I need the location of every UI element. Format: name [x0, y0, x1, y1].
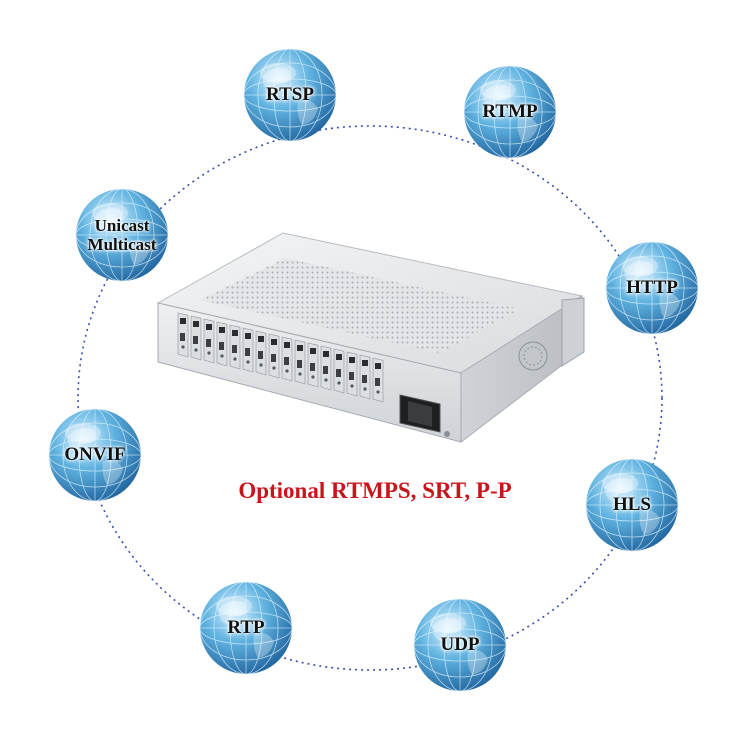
module-slot — [203, 318, 215, 364]
fan — [518, 341, 548, 371]
optional-protocols-caption: Optional RTMPS, SRT, P-P — [238, 478, 512, 503]
protocol-globe: RTMP — [462, 64, 558, 160]
module-slot — [346, 351, 358, 397]
globe-icon — [48, 408, 142, 502]
module-slot — [229, 324, 241, 370]
module-slot — [294, 339, 306, 385]
device-vent — [200, 258, 520, 353]
module-slot — [320, 345, 332, 391]
module-slots — [177, 312, 384, 403]
module-slot — [190, 315, 202, 361]
protocol-label: RTSP — [266, 84, 314, 105]
globe-icon — [199, 581, 293, 675]
globe-icon — [75, 188, 169, 282]
module-slot — [333, 348, 345, 394]
ring-path — [77, 125, 663, 671]
protocol-globe: HTTP — [604, 240, 700, 336]
protocol-globe: RTP — [198, 580, 294, 676]
module-slot — [281, 336, 293, 382]
globe-icon — [463, 65, 557, 159]
globe-icon — [243, 48, 337, 142]
globe-icon — [413, 598, 507, 692]
protocol-label: ONVIF — [64, 444, 126, 465]
globe-icon — [585, 458, 679, 552]
module-slot — [255, 330, 267, 376]
module-slot — [307, 342, 319, 388]
protocol-label: Unicast Multicast — [87, 216, 157, 254]
module-slot — [268, 333, 280, 379]
module-slot — [216, 321, 228, 367]
protocol-globe: HLS — [584, 457, 680, 553]
protocol-label: RTMP — [482, 101, 538, 122]
protocol-globe: Unicast Multicast — [74, 187, 170, 283]
protocol-label: UDP — [440, 634, 480, 655]
protocol-label: HLS — [612, 494, 652, 515]
protocol-globe: UDP — [412, 597, 508, 693]
protocol-label: HTTP — [626, 277, 678, 298]
globe-icon — [605, 241, 699, 335]
module-slot — [242, 327, 254, 373]
module-slot — [372, 357, 384, 403]
module-slot — [177, 312, 189, 358]
protocol-globe: RTSP — [242, 47, 338, 143]
module-slot — [359, 354, 371, 400]
protocol-globe: ONVIF — [47, 407, 143, 503]
protocol-label: RTP — [227, 617, 265, 638]
